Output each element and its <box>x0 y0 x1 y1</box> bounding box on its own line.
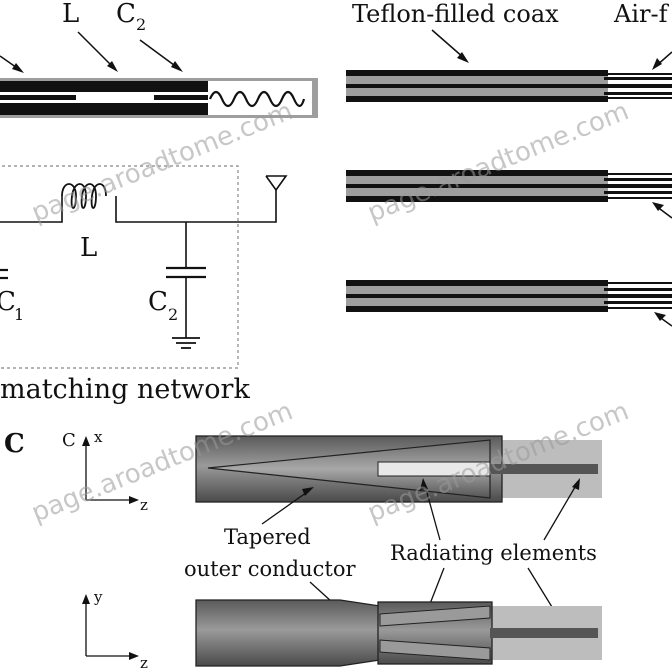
circuit-c1-label: C <box>0 287 16 317</box>
tapered-label-line2: outer conductor <box>184 557 356 581</box>
antenna2-center-conductor <box>490 628 598 638</box>
tapered-label-line1: Tapered <box>224 525 311 549</box>
top-c2-arrow <box>139 39 179 69</box>
top-l-label: L <box>62 0 79 29</box>
top-right-coax-panel: Teflon-filled coax Air-f <box>346 0 672 327</box>
inductor-coil <box>61 183 107 209</box>
c1-center <box>0 95 76 100</box>
air-filled-label: Air-f <box>613 0 670 28</box>
l-section-gap <box>76 92 154 103</box>
wire-right <box>115 190 277 223</box>
top-c2-subscript: 2 <box>136 15 146 34</box>
antenna-icon <box>265 175 288 192</box>
wire-left <box>0 196 63 223</box>
matching-network-label: matching network <box>0 374 250 405</box>
antenna2-tapered-body <box>195 599 381 667</box>
axis1-c-label: C <box>62 430 76 451</box>
tapered-antenna-1 <box>195 435 602 503</box>
axis2-y-label: y <box>93 588 103 606</box>
axes-xz: C x z <box>62 428 148 514</box>
l-section-top <box>76 81 154 92</box>
circuit-c2-subscript: 2 <box>168 305 178 324</box>
circuit-l-label: L <box>80 233 97 263</box>
antenna1-center-conductor <box>490 464 598 474</box>
coil-wire <box>208 90 306 108</box>
antenna2-radiator-top <box>379 605 491 627</box>
top-l-arrow <box>77 31 115 69</box>
teflon-arrowhead <box>457 52 469 63</box>
air-arrowhead <box>652 58 662 70</box>
circuit-c1-subscript: 1 <box>14 305 24 324</box>
antenna2-radiator-bottom <box>379 639 491 661</box>
axis1-z-label: z <box>140 496 148 514</box>
c2-center <box>154 95 208 100</box>
axis1-x-label: x <box>94 428 103 446</box>
l-section-bottom <box>76 103 154 115</box>
panel-c: C C x z Tapered outer conductor Radiatin… <box>4 428 602 672</box>
coax-line-2 <box>346 170 672 219</box>
panel-c-label: C <box>4 429 25 459</box>
top-c2-arrowhead <box>171 61 183 72</box>
teflon-arrow <box>431 29 465 59</box>
axis2-z-label: z <box>140 654 148 672</box>
coax-line-1 <box>346 70 672 102</box>
tapered-antenna-2 <box>195 599 602 667</box>
top-left-coax-section: L C 2 <box>0 0 318 118</box>
matching-network-circuit: L C 1 C 2 matching network <box>0 165 288 405</box>
radiating-elements-label: Radiating elements <box>390 541 597 565</box>
top-c2-label: C <box>116 0 136 29</box>
watermark-2: page.aroadtome.com <box>363 96 633 228</box>
teflon-coax-label: Teflon-filled coax <box>352 0 559 28</box>
circuit-c2-label: C <box>148 287 168 317</box>
coax-line-3 <box>346 280 672 327</box>
circuit-dashed-box <box>0 165 239 369</box>
top-l-arrowhead <box>107 61 118 72</box>
axes-yz: y z <box>82 588 148 672</box>
top-c1-arrowhead <box>12 63 24 73</box>
